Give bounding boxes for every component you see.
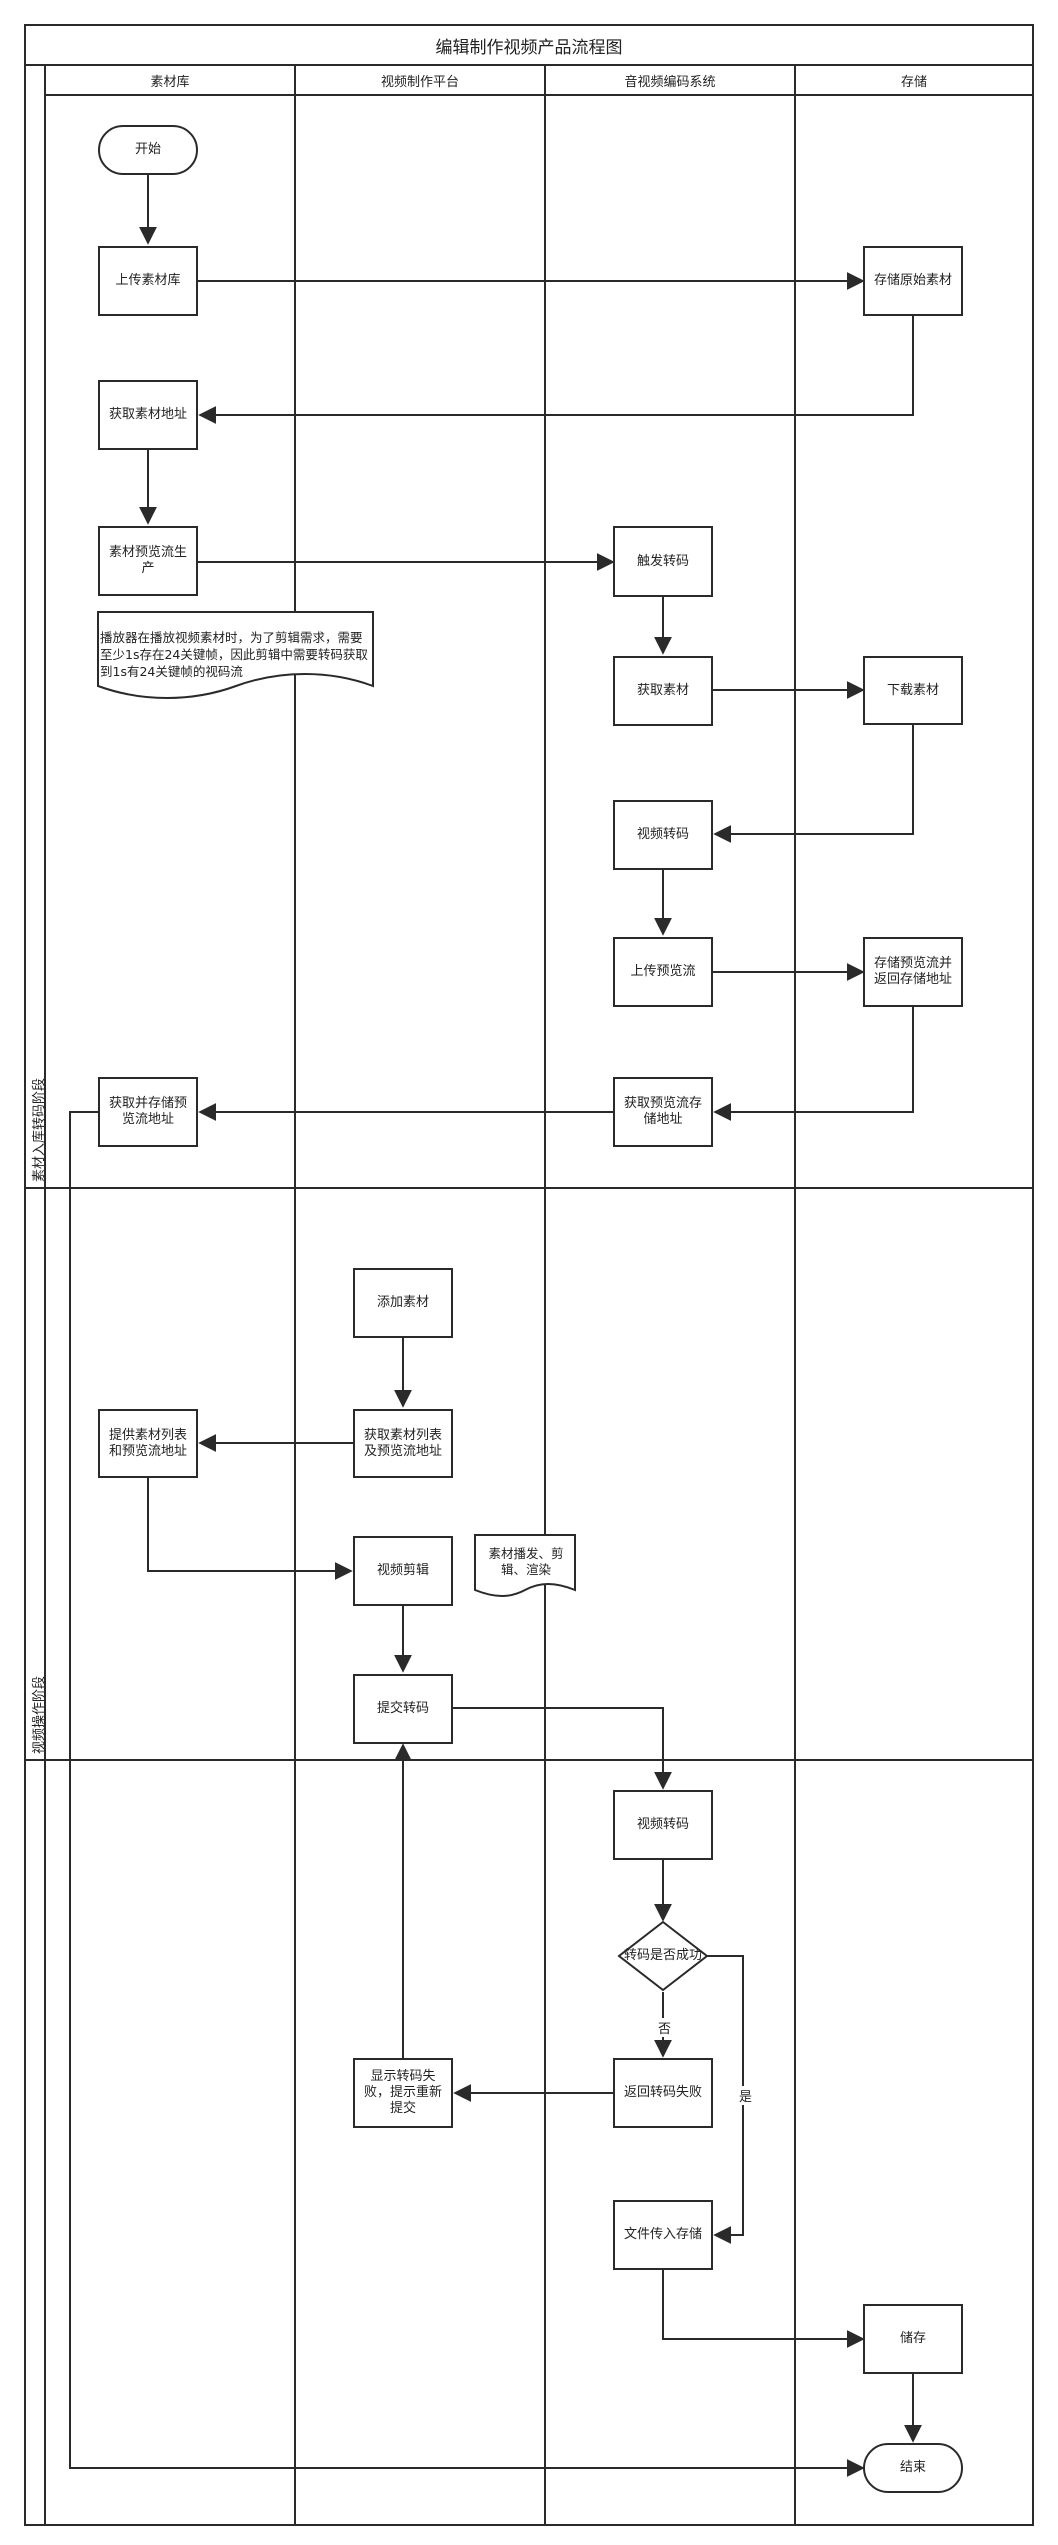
add-material-node: 添加素材	[353, 1268, 453, 1338]
decision-diamond	[617, 1920, 709, 1992]
video-edit-node: 视频剪辑	[353, 1536, 453, 1606]
start-node: 开始	[98, 125, 198, 175]
edge-store-getaddr	[198, 316, 914, 424]
file-to-storage-node: 文件传入存储	[613, 2200, 713, 2270]
get-preview-addr-node: 获取预览流存储地址	[613, 1077, 713, 1147]
fetch-store-preview-node: 获取并存储预览流地址	[98, 1077, 198, 1147]
save-node: 储存	[863, 2304, 963, 2374]
video-transcode-node-1: 视频转码	[613, 800, 713, 870]
lane-header-library: 素材库	[150, 74, 190, 90]
download-material-node: 下载素材	[863, 656, 963, 725]
return-fail-node: 返回转码失败	[613, 2058, 713, 2128]
phase-label-ingest: 素材入库转码阶段	[32, 1077, 47, 1182]
edge-label-yes: 是	[737, 2086, 755, 2105]
diagram-title: 编辑制作视频产品流程图	[435, 37, 623, 58]
preview-gen-node: 素材预览流生产	[98, 526, 198, 596]
lane-header-platform: 视频制作平台	[380, 74, 459, 90]
upload-library-node: 上传素材库	[98, 246, 198, 316]
edit-note-text: 素材播发、剪辑、渲染	[488, 1546, 564, 1577]
upload-preview-node: 上传预览流	[613, 937, 713, 1007]
lane-header-storage: 存储	[900, 74, 927, 90]
show-fail-node: 显示转码失败，提示重新提交	[353, 2058, 453, 2128]
provide-list-node: 提供素材列表和预览流地址	[98, 1409, 198, 1478]
lane-header-codec: 音视频编码系统	[624, 74, 716, 90]
edge-submit-transcode2	[453, 1707, 672, 1790]
get-list-node: 获取素材列表及预览流地址	[353, 1409, 453, 1478]
decision-label: 转码是否成功	[623, 1948, 702, 1963]
edge-label-no: 否	[657, 2018, 673, 2037]
edge-storepreview-getpreview	[713, 1007, 914, 1121]
outer-frame	[24, 24, 1034, 2526]
edge-fetch-end	[69, 1111, 865, 2477]
trigger-transcode-node: 触发转码	[613, 526, 713, 597]
edge-file-save	[662, 2270, 865, 2348]
player-note-text: 播放器在播放视频素材时，为了剪辑需求，需要至少1s存在24关键帧，因此剪辑中需要…	[100, 630, 368, 679]
video-transcode-node-2: 视频转码	[613, 1790, 713, 1860]
edge-provide-edit	[147, 1478, 353, 1580]
end-node: 结束	[863, 2443, 963, 2493]
edge-download-transcode	[713, 725, 914, 843]
phase-label-operation: 视频操作阶段	[32, 1675, 47, 1754]
get-material-node: 获取素材	[613, 656, 713, 726]
edit-note-shape	[474, 1534, 576, 1597]
store-preview-node: 存储预览流并返回存储地址	[863, 937, 963, 1007]
player-note-shape	[97, 611, 374, 699]
get-address-node: 获取素材地址	[98, 380, 198, 450]
store-original-node: 存储原始素材	[863, 246, 963, 316]
submit-transcode-node: 提交转码	[353, 1674, 453, 1744]
